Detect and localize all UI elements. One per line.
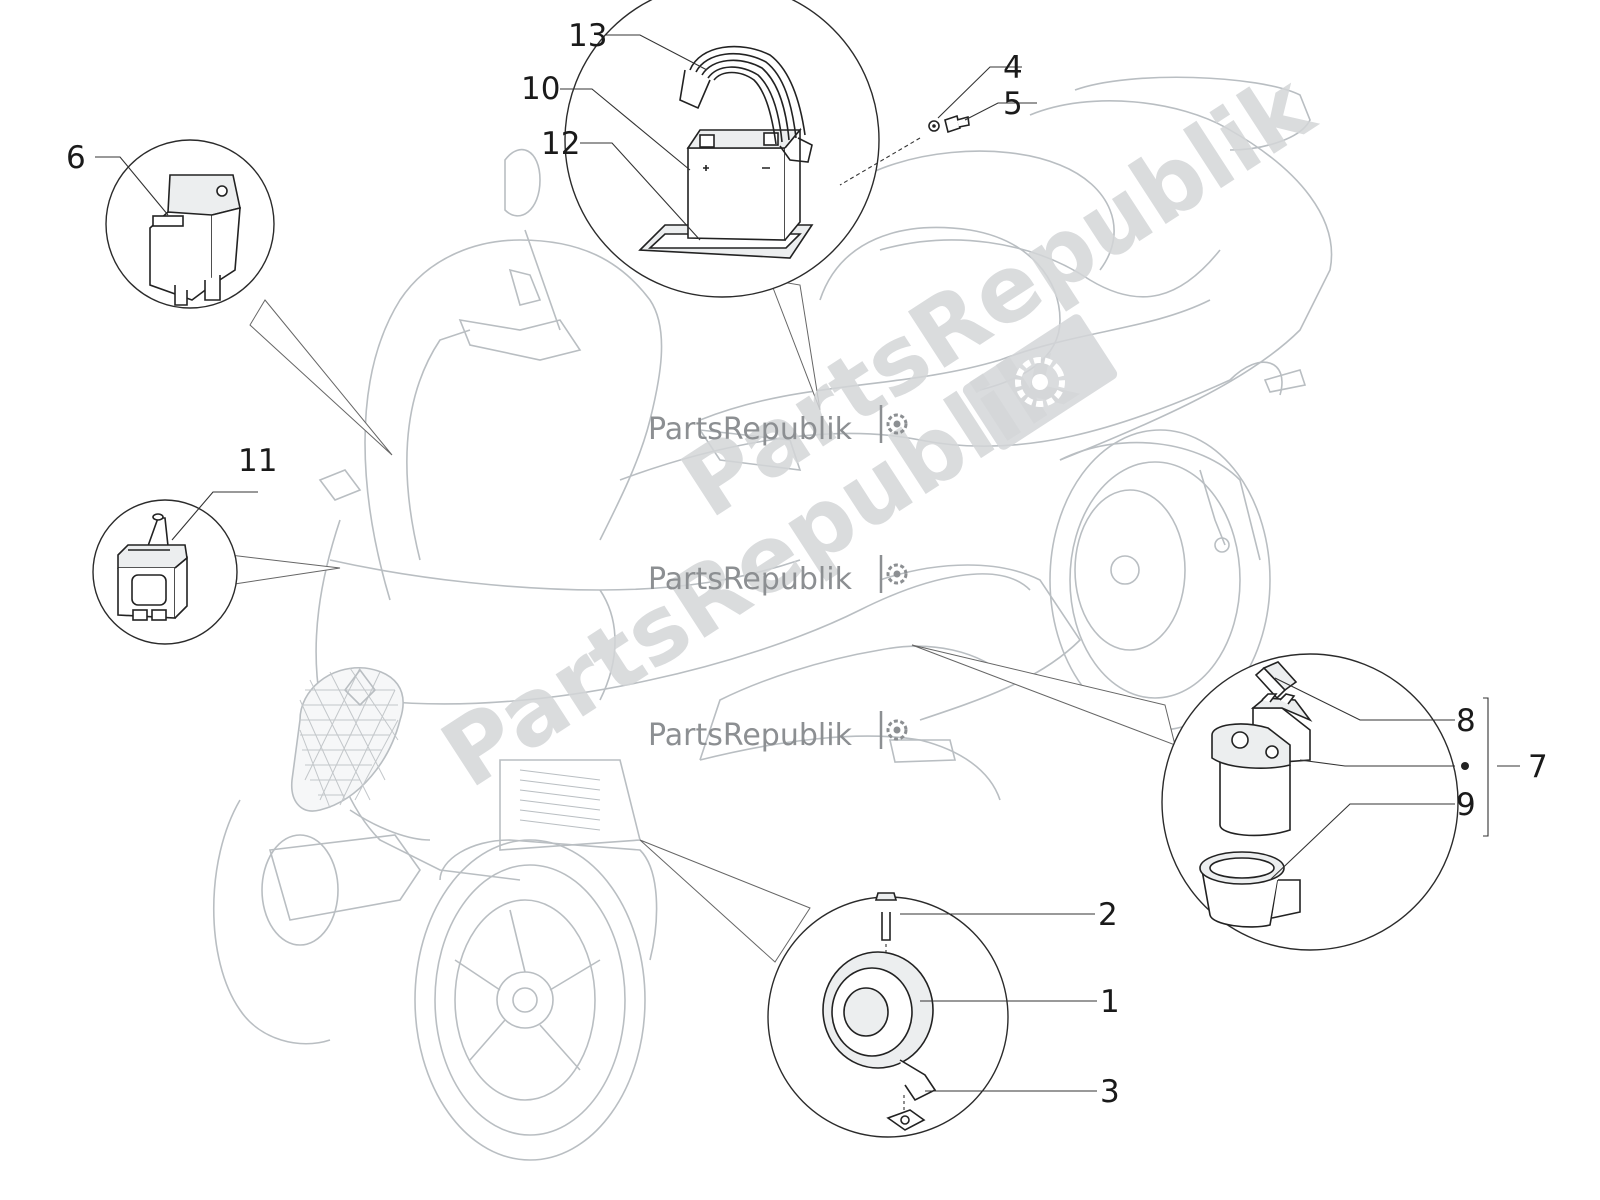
callout-pointers [227,279,1176,963]
callout-number-3: 3 [1100,1074,1120,1110]
callout-number-11: 11 [238,443,277,479]
starter-relay-part [1199,661,1313,928]
switch-part [117,513,188,621]
watermark-text-1: PartsRepublik [648,412,853,447]
callout-number-8: 8 [1456,703,1476,739]
assembly-dot [1461,762,1469,770]
watermark-layer: PartsRepublik PartsRepublik PartsRepubli… [424,52,1333,808]
callout-number-6: 6 [66,140,86,176]
watermark-text-2: PartsRepublik [648,562,853,597]
callout-number-1: 1 [1100,984,1120,1020]
callout-number-13: 13 [568,18,607,54]
watermark-text-3: PartsRepublik [648,718,853,753]
watermark-gear-icon-2 [879,555,908,593]
callout-number-10: 10 [521,71,560,107]
relay-part [149,174,241,306]
callout-number-5: 5 [1003,86,1023,122]
watermark-gear-icon-1 [879,405,908,443]
horn-part [822,892,937,1131]
battery-strap [679,45,813,163]
callout-number-7: 7 [1528,749,1548,785]
watermark-gear-icon-large [962,314,1118,450]
scooter-outline [212,76,1333,1161]
leader-lines [95,34,1520,1092]
callout-numbers: 13 10 12 6 4 5 11 8 7 9 2 1 3 [66,18,1548,1110]
callout-number-2: 2 [1098,897,1118,933]
watermark-gear-icon-3 [879,711,908,749]
battery-part [638,45,814,259]
callout-number-12: 12 [541,126,580,162]
callout-circle-starter-relay [1161,653,1459,951]
callout-number-9: 9 [1456,787,1476,823]
callout-number-4: 4 [1003,50,1023,86]
washer-screw-part [839,114,970,186]
headlight-grille-pattern [299,667,399,809]
